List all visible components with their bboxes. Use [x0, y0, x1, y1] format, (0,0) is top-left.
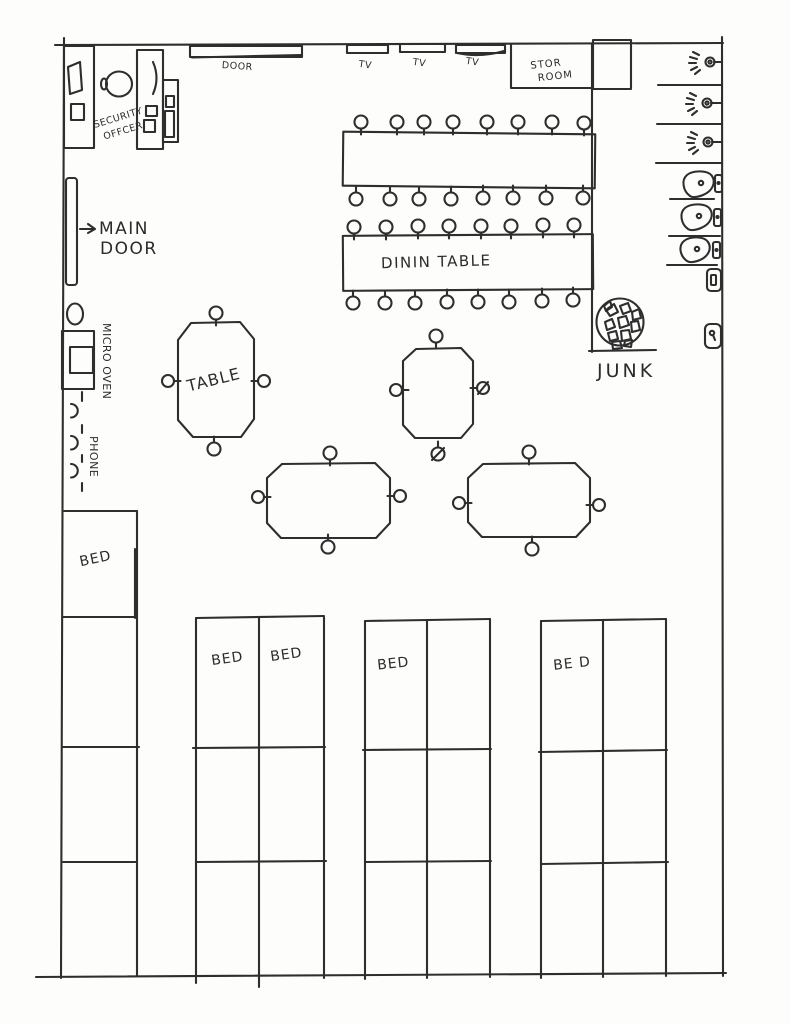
small-tables: TABLE [160, 305, 607, 557]
arrow-head [86, 222, 97, 235]
wall-top [53, 41, 725, 47]
stor-room: STOR ROOM [509, 38, 658, 354]
chair-slash [430, 446, 446, 462]
phone-label: PHONE [87, 436, 100, 477]
bed-label: BED [78, 548, 113, 570]
dining-table-2 [341, 233, 595, 292]
bed-label: BED [269, 645, 303, 665]
table-octagon-2 [401, 346, 475, 440]
cabinet-item [164, 94, 176, 109]
door-leaf [190, 53, 303, 59]
toilet-icon [680, 203, 723, 232]
security-desk-right [135, 48, 165, 151]
main-door: MAIN DOOR [64, 176, 158, 287]
monitor-icon [66, 60, 84, 96]
table-octagon-3 [265, 461, 392, 540]
phone-handset-icon [69, 402, 79, 419]
toilet-tank [713, 173, 724, 194]
stor-room-wall [509, 43, 595, 90]
tv-icon [345, 43, 390, 55]
toilet-icon [682, 170, 724, 199]
tv-label-1: TV [357, 59, 373, 72]
cabinet-item [163, 109, 176, 139]
tv-label-2: TV [411, 57, 427, 70]
security-office: SECURITY OFFCER [62, 44, 180, 151]
junk-bin-icon [595, 297, 645, 347]
security-desk-left [62, 44, 96, 150]
wall-left [59, 36, 66, 980]
wall-fixture-icon [703, 322, 723, 350]
desk-item [69, 102, 86, 122]
chair-armrest [99, 77, 109, 91]
top-door: DOOR [188, 44, 304, 73]
main-door-label-line2: DOOR [100, 239, 158, 259]
microwave-icon [60, 329, 96, 391]
dining-chairs [345, 114, 592, 311]
wall-bottom [34, 971, 728, 979]
main-door-leaf [64, 176, 79, 287]
left-wall-fixtures: MICRO OVEN PHONE [60, 302, 113, 493]
stor-room-label-line2: ROOM [537, 69, 573, 84]
bed-label: BED [210, 649, 244, 669]
bed-label: BE D [552, 654, 591, 674]
shower-head-icon [685, 130, 724, 156]
tv-icon [398, 42, 447, 54]
stor-room-label-line1: STOR [530, 58, 562, 72]
outer-walls [34, 35, 728, 980]
bed-area: BED BED BED BED [61, 509, 670, 989]
tv-row: TV TV TV [345, 42, 507, 72]
table-octagon-1 [176, 320, 256, 439]
table-label: TABLE [184, 364, 242, 396]
bed-column-left: BED [61, 509, 141, 978]
table-octagon-4 [466, 461, 592, 539]
inner-wall-corner [587, 348, 658, 353]
junk-debris [602, 299, 643, 351]
tv-icon-accent [455, 49, 506, 57]
office-chair-icon [104, 70, 134, 98]
toilet-tank [711, 240, 722, 260]
bathroom [654, 50, 724, 350]
bed-group-2: BED BED [191, 614, 328, 989]
wall-right [720, 35, 725, 978]
crosshatched-block-icon [591, 38, 633, 91]
security-cabinet [161, 78, 180, 144]
phone-handset-icon [69, 434, 79, 451]
toilet-tank [712, 207, 723, 228]
wall-fixture-icon [705, 267, 723, 293]
tv-icon [454, 43, 507, 55]
junk-label: JUNK [596, 360, 655, 382]
desk-item [142, 118, 157, 134]
dining-table-label: DININ TABLE [381, 251, 492, 272]
top-door-label: DOOR [221, 60, 253, 73]
dining-area: DININ TABLE [341, 114, 597, 311]
bed-label: BED [376, 654, 410, 673]
main-door-label-line1: MAIN [99, 219, 149, 239]
wall-socket-icon [65, 302, 85, 326]
junk-area: JUNK [595, 297, 655, 382]
chair-back-stroke [151, 60, 158, 96]
microwave-door [68, 345, 95, 375]
micro-oven-label: MICRO OVEN [100, 323, 113, 399]
bed-group-4: BE D [537, 617, 670, 980]
phone-handset-icon [69, 462, 79, 479]
bed-group-3: BED [361, 617, 493, 981]
tv-label-3: TV [464, 56, 480, 69]
shower-head-icon [687, 50, 724, 76]
toilet-icon [679, 236, 722, 264]
shower-head-icon [684, 91, 724, 117]
dining-table-1 [341, 130, 597, 190]
desk-item [144, 104, 159, 118]
chair-slash [476, 380, 490, 396]
